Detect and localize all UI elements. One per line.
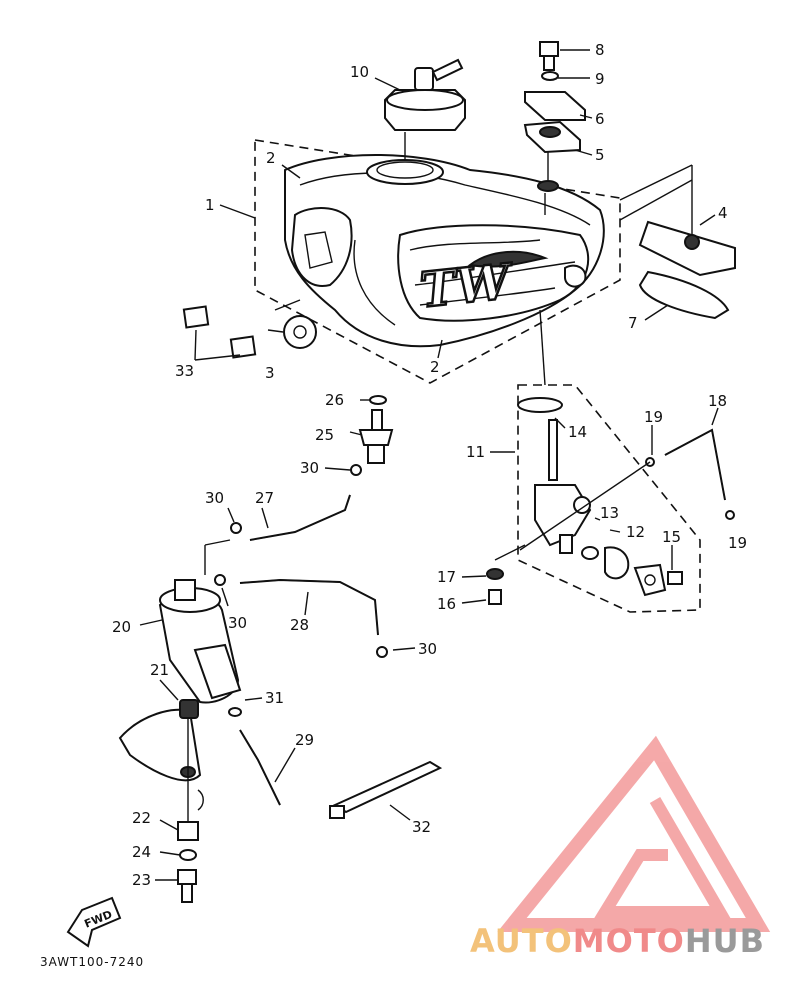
- callout-3: 3: [265, 364, 275, 382]
- automotohub-logo-icon: [497, 735, 771, 932]
- callout-16: 16: [437, 595, 456, 613]
- callout-12: 12: [626, 523, 645, 541]
- screw: [667, 571, 683, 585]
- damper-upper: [524, 91, 586, 121]
- callout-6: 6: [595, 110, 605, 128]
- callout-23: 23: [132, 871, 151, 889]
- pump-damper: [179, 699, 199, 719]
- callout-33: 33: [175, 362, 194, 380]
- callout-26: 26: [325, 391, 344, 409]
- emblem-a: [182, 305, 210, 329]
- callout-13: 13: [600, 504, 619, 522]
- hose-clip-31: [228, 707, 242, 717]
- callout-24: 24: [132, 843, 151, 861]
- hose-clip-30a: [350, 464, 362, 476]
- callout-2-top: 2: [266, 149, 276, 167]
- fuel-tank: TW: [284, 154, 605, 348]
- watermark-moto: MOTO: [573, 922, 685, 960]
- fuel-cock-lever: [604, 546, 630, 580]
- watermark-text: AUTOMOTOHUB: [470, 922, 765, 960]
- emblem-b: [229, 335, 257, 359]
- drawing-code: 3AWT100-7240: [40, 955, 144, 969]
- fwd-arrow-icon: FWD: [66, 896, 122, 948]
- callout-10: 10: [350, 63, 369, 81]
- fuel-cock-gasket: [517, 397, 563, 413]
- callout-5: 5: [595, 146, 605, 164]
- tank-band: [332, 760, 443, 814]
- fuel-cap: [384, 58, 466, 160]
- callout-29: 29: [295, 731, 314, 749]
- washer-24: [179, 849, 197, 861]
- bolt: [539, 41, 559, 71]
- collar: [177, 821, 199, 841]
- callout-1: 1: [205, 196, 215, 214]
- tank-decal-panel: [397, 224, 590, 322]
- callout-2-bottom: 2: [430, 358, 440, 376]
- callout-19-right: 19: [728, 534, 747, 552]
- callout-labels: 1 2 2 3 4 5 6 7 8 9 10 11 12 13 14 15 16…: [112, 41, 747, 889]
- washer: [541, 71, 559, 81]
- bolt-23: [177, 869, 197, 903]
- callout-25: 25: [315, 426, 334, 444]
- callout-8: 8: [595, 41, 605, 59]
- tank-mount-grommet: [537, 180, 559, 192]
- nipple-o-ring: [369, 395, 387, 405]
- callout-32: 32: [412, 818, 431, 836]
- o-ring: [581, 546, 599, 560]
- callout-31: 31: [265, 689, 284, 707]
- callout-21: 21: [150, 661, 169, 679]
- callout-17: 17: [437, 568, 456, 586]
- bracket-damper: [638, 270, 730, 320]
- tank-brand-logo: TW: [418, 253, 517, 318]
- fuel-cock-plate: [633, 563, 667, 597]
- callout-7: 7: [628, 314, 638, 332]
- callout-11: 11: [466, 443, 485, 461]
- fuel-pump: [158, 579, 242, 704]
- callout-22: 22: [132, 809, 151, 827]
- watermark-hub: HUB: [685, 922, 765, 960]
- callout-30-c: 30: [228, 614, 247, 632]
- callout-30-b: 30: [205, 489, 224, 507]
- tank-knee-recess: [290, 207, 353, 287]
- callout-27: 27: [255, 489, 274, 507]
- callout-14: 14: [568, 423, 587, 441]
- callout-15: 15: [662, 528, 681, 546]
- callout-20: 20: [112, 618, 131, 636]
- callout-30-d: 30: [418, 640, 437, 658]
- callout-28: 28: [290, 616, 309, 634]
- callout-4: 4: [718, 204, 728, 222]
- callout-19-top: 19: [644, 408, 663, 426]
- breather-hose: [664, 428, 726, 501]
- watermark-auto: AUTO: [470, 922, 573, 960]
- fuel-hose-nipple: [358, 409, 394, 464]
- hose-clip-30c: [214, 574, 388, 658]
- filter-bolt: [486, 568, 504, 605]
- callout-18: 18: [708, 392, 727, 410]
- tank-cap-plug: [283, 315, 317, 349]
- callout-30-a: 30: [300, 459, 319, 477]
- hose-clip-30b: [230, 522, 242, 534]
- fuel-cock: [534, 419, 592, 554]
- callout-9: 9: [595, 70, 605, 88]
- pump-bracket: [118, 708, 202, 782]
- leader-lines: [139, 49, 719, 881]
